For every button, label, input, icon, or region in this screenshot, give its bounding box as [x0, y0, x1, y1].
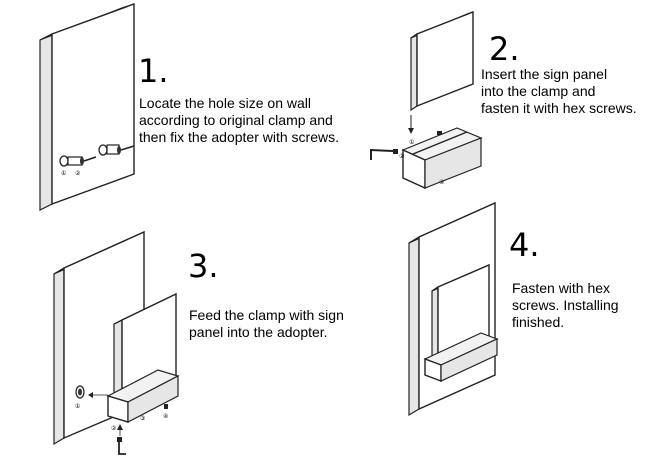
- step-2-text: Insert the sign panel into the clamp and…: [481, 66, 637, 116]
- svg-text:①: ①: [409, 139, 414, 146]
- screw-left-icon: [59, 155, 97, 167]
- step-3-illustration: ① ② ③ ④: [53, 230, 180, 455]
- callout-2: ②: [75, 170, 81, 177]
- svg-text:④: ④: [163, 413, 168, 420]
- clamp: [401, 127, 483, 190]
- clamp: [106, 369, 180, 423]
- callout-labels: ① ② ③ ④: [75, 403, 168, 432]
- step-1-illustration: ① ②: [39, 2, 135, 211]
- screw-right-icon: [98, 144, 135, 156]
- svg-text:④: ④: [439, 179, 444, 186]
- svg-text:③: ③: [140, 415, 145, 422]
- wall-side: [53, 266, 65, 446]
- svg-text:②: ②: [399, 153, 405, 160]
- step-4-text: Fasten with hex screws. Installing finis…: [512, 280, 619, 330]
- svg-text:①: ①: [75, 403, 80, 410]
- step-2-number: 2.: [489, 30, 520, 68]
- step-3-text: Feed the clamp with sign panel into the …: [189, 307, 344, 340]
- step-3-number: 3.: [188, 247, 219, 285]
- sign-panel-side: [410, 32, 418, 112]
- adopter-icon: [75, 385, 85, 399]
- wall-side: [39, 33, 53, 211]
- step-2-illustration: ① ② ④: [370, 10, 483, 190]
- hex-key-icon: [117, 424, 126, 455]
- step-4-illustration: [408, 201, 499, 417]
- clamp: [423, 332, 499, 383]
- step-4-number: 4.: [509, 226, 540, 264]
- step-1-number: 1.: [138, 52, 169, 90]
- callout-1: ①: [61, 170, 66, 177]
- callout-labels: ① ②: [61, 170, 81, 177]
- sign-panel-face: [416, 10, 474, 108]
- hex-key-icon: [370, 148, 398, 160]
- svg-text:②: ②: [111, 425, 117, 432]
- callout-labels: ① ② ④: [399, 139, 444, 186]
- wall-side: [408, 235, 420, 417]
- step-1-text: Locate the hole size on wall according t…: [139, 95, 339, 145]
